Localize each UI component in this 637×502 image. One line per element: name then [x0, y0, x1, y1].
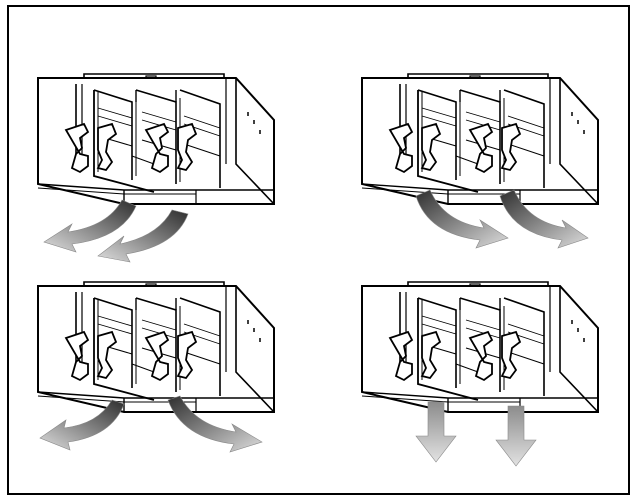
airflow-arrow	[499, 189, 589, 249]
airflow-arrow	[167, 395, 263, 453]
airflow-arrow	[43, 199, 137, 253]
airflow-arrow	[415, 401, 457, 463]
panel-bottom-left	[37, 281, 275, 453]
panel-top-right	[361, 73, 599, 249]
panel-top-left	[37, 73, 275, 263]
panel-bottom-right	[361, 281, 599, 467]
duct-unit	[37, 73, 275, 205]
airflow-arrow	[495, 405, 537, 467]
duct-unit	[361, 73, 599, 205]
duct-unit	[37, 281, 275, 413]
airflow-arrow	[415, 189, 509, 249]
duct-unit	[361, 281, 599, 413]
airflow-arrow	[97, 209, 189, 263]
airflow-arrow	[39, 399, 125, 451]
